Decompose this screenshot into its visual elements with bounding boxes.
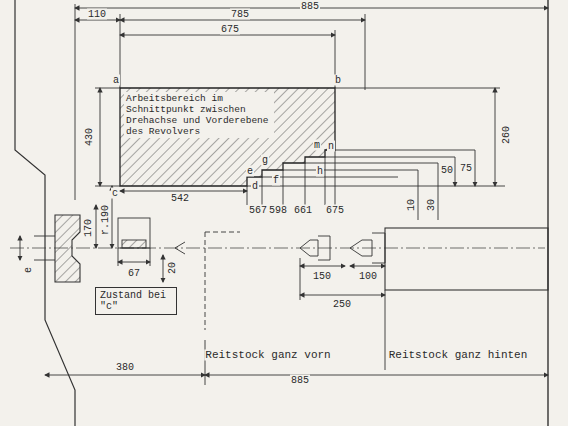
dimension: 75 — [459, 163, 473, 174]
dimension: 661 — [293, 205, 313, 216]
point-letter: d — [251, 181, 259, 192]
dimension: 598 — [268, 205, 288, 216]
dimension: 67 — [127, 268, 141, 279]
dimension: 100 — [358, 271, 378, 282]
dimension: r.190 — [100, 204, 111, 236]
dimension: 430 — [84, 127, 95, 147]
dimension: 567 — [248, 205, 268, 216]
point-letter: a — [112, 75, 120, 86]
dimension: 250 — [332, 299, 352, 310]
dimension: 885 — [290, 375, 310, 386]
dimension: 150 — [312, 271, 332, 282]
point-letter: c — [111, 188, 119, 199]
dimension: 170 — [83, 218, 94, 238]
point-letter: h — [316, 166, 324, 177]
point-letter: e — [23, 266, 34, 274]
position-note: Reitstock ganz vorn — [204, 350, 331, 361]
dimension: 380 — [115, 362, 135, 373]
state-label: Zustand bei "c" — [100, 290, 172, 312]
position-note: Reitstock ganz hinten — [388, 350, 529, 361]
dimension: 110 — [87, 9, 107, 20]
dimension: 10 — [406, 198, 417, 212]
point-letter: n — [327, 141, 335, 152]
state-box: Zustand bei "c" — [95, 287, 177, 315]
point-letter: g — [261, 155, 269, 166]
dimension: 20 — [167, 261, 178, 275]
dimension: 785 — [230, 9, 250, 20]
dimension: 675 — [220, 24, 240, 35]
point-letter: e — [246, 166, 254, 177]
dimension: 885 — [300, 1, 320, 12]
dimension: 50 — [440, 165, 454, 176]
dimension: 542 — [170, 193, 190, 204]
point-letter: b — [334, 75, 342, 86]
working-area: Arbeitsbereich im Schnittpunkt zwischen … — [124, 92, 274, 138]
dimension: 30 — [426, 198, 437, 212]
area-note: Arbeitsbereich im Schnittpunkt zwischen … — [124, 92, 274, 138]
point-letter: m — [313, 140, 321, 151]
point-letter: f — [272, 175, 280, 186]
dimension: 675 — [325, 205, 345, 216]
dimension: 260 — [501, 125, 512, 145]
